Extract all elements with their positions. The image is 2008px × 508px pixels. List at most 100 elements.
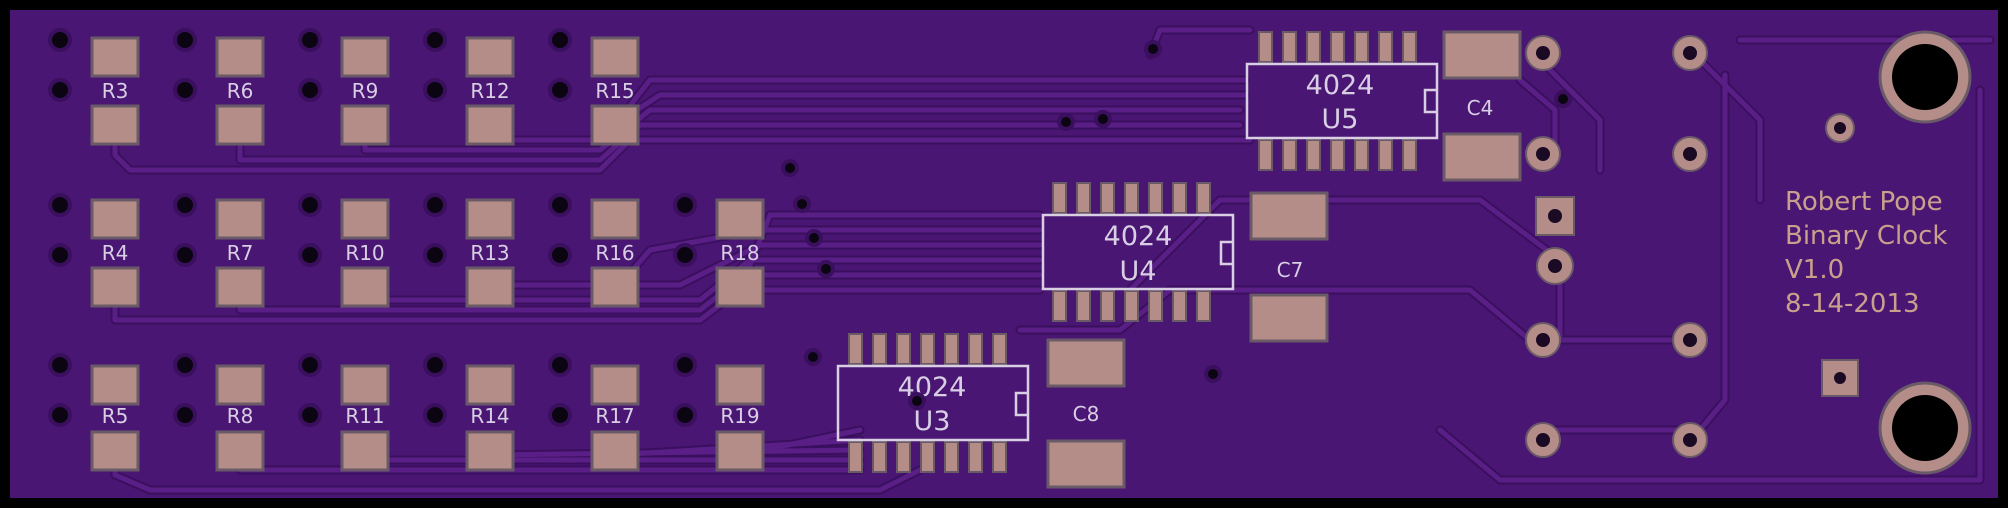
led-pad (673, 193, 697, 217)
led-pad (298, 28, 322, 52)
led-pad (548, 243, 572, 267)
silk-label: R8 (227, 404, 254, 428)
smd-pad (1442, 132, 1522, 182)
led-pad (423, 193, 447, 217)
credit-version: V1.0 (1785, 255, 1844, 285)
led-pad (298, 403, 322, 427)
led-pad (423, 78, 447, 102)
silk-label: C4 (1467, 96, 1494, 120)
silk-label: R6 (227, 79, 254, 103)
resistor-r15: R15 (548, 28, 640, 146)
credit-name: Robert Pope (1785, 187, 1943, 217)
led-pad (48, 28, 72, 52)
led-pad (173, 28, 197, 52)
smd-pad (465, 364, 515, 406)
chip-ref: U3 (914, 406, 951, 437)
mounting-holes (1878, 30, 1972, 475)
chip-outline (836, 364, 1030, 442)
smd-pad (590, 104, 640, 146)
chip-u3: 4024 U3 (836, 333, 1030, 473)
led-pad (298, 193, 322, 217)
resistor-r19: R19 (673, 353, 765, 472)
smd-pad (90, 198, 140, 240)
led-pad (548, 28, 572, 52)
chip-outline (1245, 62, 1439, 140)
led-pad (673, 353, 697, 377)
copper-traces (110, 25, 1995, 495)
led-pad (48, 78, 72, 102)
silk-label: R9 (352, 79, 379, 103)
chip-outline (1041, 213, 1235, 291)
led-pad (48, 193, 72, 217)
smd-pad (1046, 338, 1126, 388)
resistor-r11: R11 (298, 353, 390, 472)
led-pad (173, 403, 197, 427)
resistor-r9: R9 (298, 28, 390, 146)
silk-label: R7 (227, 241, 254, 265)
silk-label: C8 (1073, 402, 1100, 426)
resistor-r3: R3 (48, 28, 140, 146)
smd-pad (215, 36, 265, 78)
silk-label: R19 (720, 404, 759, 428)
resistor-r7: R7 (173, 193, 265, 308)
chip-u4: 4024 U4 (1041, 182, 1235, 322)
smd-pad (465, 198, 515, 240)
led-pad (423, 28, 447, 52)
silk-label: R13 (470, 241, 509, 265)
silk-label: R18 (720, 241, 759, 265)
resistor-r5: R5 (48, 353, 140, 472)
smd-pad (590, 364, 640, 406)
silk-label: R4 (102, 241, 129, 265)
smd-pad (340, 266, 390, 308)
smd-pad (465, 104, 515, 146)
smd-pad (465, 36, 515, 78)
smd-pad (90, 364, 140, 406)
led-pad (298, 243, 322, 267)
smd-pad (1046, 439, 1126, 489)
resistor-r6: R6 (173, 28, 265, 146)
resistor-r10: R10 (298, 193, 390, 308)
silk-label: R5 (102, 404, 129, 428)
resistor-r8: R8 (173, 353, 265, 472)
resistor-r12: R12 (423, 28, 515, 146)
smd-pad (340, 198, 390, 240)
smd-pad (1249, 191, 1329, 241)
chip-u5: 4024 U5 (1245, 31, 1439, 171)
led-pad (298, 78, 322, 102)
chip-part: 4024 (1306, 70, 1375, 101)
led-pad (423, 243, 447, 267)
smd-pad (590, 36, 640, 78)
resistor-r17: R17 (548, 353, 640, 472)
silk-label: R16 (595, 241, 634, 265)
smd-pad (715, 198, 765, 240)
smd-pad (465, 430, 515, 472)
smd-pad (215, 198, 265, 240)
led-pad (548, 353, 572, 377)
chip-ref: U4 (1120, 256, 1157, 287)
smd-pad (1442, 30, 1522, 80)
resistor-r16: R16 (548, 193, 640, 308)
smd-pad (590, 266, 640, 308)
resistor-r4: R4 (48, 193, 140, 308)
led-pad (48, 403, 72, 427)
silk-label: R12 (470, 79, 509, 103)
led-pad (548, 78, 572, 102)
led-pad (548, 193, 572, 217)
silk-label: R15 (595, 79, 634, 103)
silk-label: C7 (1277, 258, 1304, 282)
led-pad (48, 353, 72, 377)
smd-pad (90, 36, 140, 78)
led-pad (173, 193, 197, 217)
smd-pad (590, 198, 640, 240)
resistor-r14: R14 (423, 353, 515, 472)
smd-pad (715, 364, 765, 406)
smd-pad (340, 430, 390, 472)
smd-pad (215, 430, 265, 472)
led-pad (423, 403, 447, 427)
chip-ref: U5 (1322, 104, 1359, 135)
capacitor-c8: C8 (1046, 338, 1126, 489)
silk-label: R17 (595, 404, 634, 428)
smd-pad (715, 430, 765, 472)
smd-pad (90, 430, 140, 472)
smd-pad (215, 364, 265, 406)
